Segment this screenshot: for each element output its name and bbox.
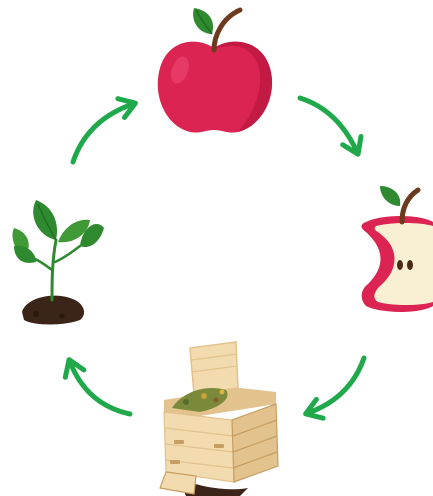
arrow-apple-to-core	[300, 98, 357, 152]
arrow-seedling-to-apple	[73, 104, 133, 162]
seedling-icon	[13, 200, 105, 325]
arrow-compost-to-seedling	[70, 362, 130, 414]
apple-core-icon	[362, 186, 433, 312]
apple-icon	[158, 8, 272, 133]
arrow-core-to-compost	[308, 358, 364, 413]
compost-bin-icon	[160, 342, 278, 496]
